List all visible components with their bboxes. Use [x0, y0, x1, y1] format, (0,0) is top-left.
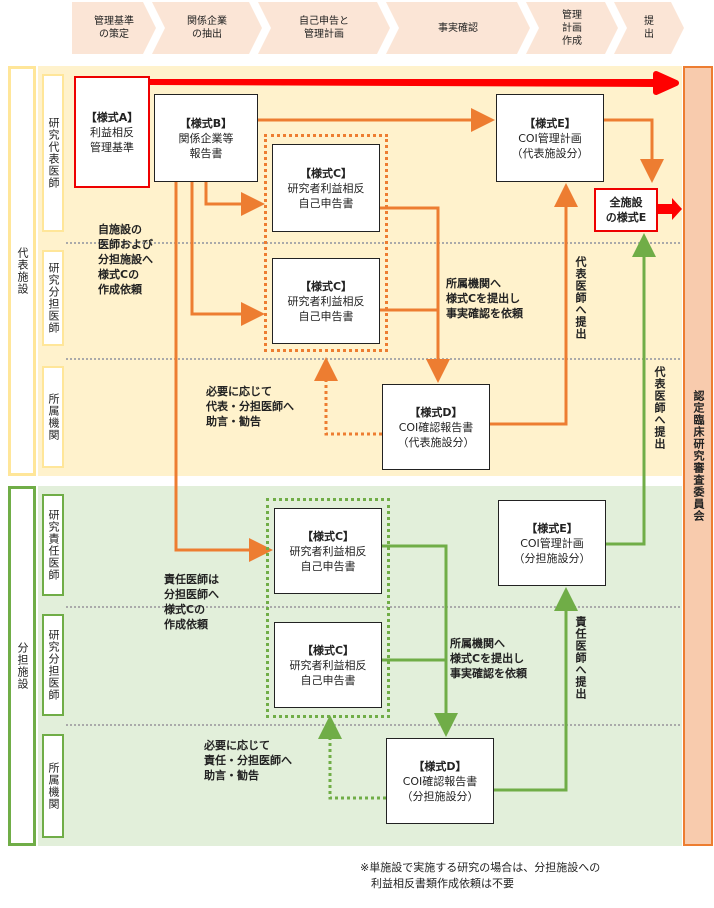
note-to-rep-doctor: 代表医師へ提出 — [574, 256, 587, 340]
form-d-line2: （分担施設分） — [401, 789, 479, 803]
all-form-e-line2: の様式E — [605, 211, 647, 224]
note-advice-rep: 必要に応じて 代表・分担医師へ 助言・勧告 — [206, 385, 294, 428]
form-c-box-br-pi: 【様式C】 研究者利益相反 自己申告書 — [274, 508, 382, 594]
form-c-line1: 研究者利益相反 — [287, 181, 365, 195]
form-c-title: 【様式C】 — [301, 529, 355, 543]
note-to-rep-doctor-2: 代表医師へ提出 — [653, 366, 666, 450]
section-rep: 代表施設 — [8, 66, 36, 476]
form-b-line2: 報告書 — [189, 146, 223, 160]
note-request-branch: 責任医師は 分担医師へ 様式Cの 作成依頼 — [164, 573, 219, 631]
lane-rep-sub-label: 研究分担医師 — [47, 262, 60, 334]
lane-rep-pi-label: 研究代表医師 — [47, 117, 60, 189]
form-d-title: 【様式D】 — [409, 405, 463, 419]
review-committee: 認定臨床研究審査委員会 — [683, 66, 713, 846]
lane-br-pi: 研究責任医師 — [42, 494, 64, 596]
lane-rep-inst: 所属機関 — [42, 366, 64, 468]
step-self-report: 自己申告と 管理計画 — [258, 2, 390, 54]
form-e-line1: COI管理計画 — [518, 131, 582, 145]
form-a-box: 【様式A】 利益相反 管理基準 — [74, 76, 150, 188]
all-form-e-box: 全施設 の様式E — [594, 188, 658, 232]
form-c-group-branch — [266, 498, 390, 718]
form-c-line2: 自己申告書 — [298, 196, 354, 210]
form-d-box-rep: 【様式D】 COI確認報告書 （代表施設分） — [382, 384, 490, 470]
form-c-line1: 研究者利益相反 — [289, 658, 367, 672]
form-b-line1: 関係企業等 — [178, 131, 234, 145]
form-d-title: 【様式D】 — [413, 759, 467, 773]
lane-rep-pi: 研究代表医師 — [42, 74, 64, 232]
form-e-title: 【様式E】 — [526, 521, 578, 535]
form-b-title: 【様式B】 — [179, 116, 233, 130]
lane-br-inst: 所属機関 — [42, 734, 64, 838]
step-plan: 管理 計画 作成 — [526, 2, 618, 54]
form-c-title: 【様式C】 — [301, 643, 355, 657]
form-e-box-rep: 【様式E】 COI管理計画 （代表施設分） — [496, 94, 604, 182]
form-c-title: 【様式C】 — [299, 279, 353, 293]
footnote: ※単施設で実施する研究の場合は、分担施設への 利益相反書類作成依頼は不要 — [360, 861, 601, 890]
separator — [66, 606, 680, 608]
form-c-box-br-sub: 【様式C】 研究者利益相反 自己申告書 — [274, 622, 382, 708]
note-submit-rep: 所属機関へ 様式Cを提出し 事実確認を依頼 — [446, 277, 523, 320]
form-e-line2: （分担施設分） — [513, 551, 591, 565]
section-branch-label: 分担施設 — [16, 642, 29, 690]
section-rep-label: 代表施設 — [16, 247, 29, 295]
lane-rep-inst-label: 所属機関 — [47, 393, 60, 441]
lane-br-pi-label: 研究責任医師 — [47, 509, 60, 581]
form-c-box-rep-pi: 【様式C】 研究者利益相反 自己申告書 — [272, 144, 380, 232]
form-e-box-branch: 【様式E】 COI管理計画 （分担施設分） — [498, 500, 606, 586]
section-branch: 分担施設 — [8, 486, 36, 846]
step-fact-check: 事実確認 — [386, 2, 530, 54]
form-c-line2: 自己申告書 — [300, 673, 356, 687]
separator — [66, 724, 680, 726]
note-request-rep: 自施設の 医師および 分担施設へ 様式Cの 作成依頼 — [98, 223, 153, 296]
form-c-line1: 研究者利益相反 — [287, 294, 365, 308]
form-c-line1: 研究者利益相反 — [289, 544, 367, 558]
form-b-box: 【様式B】 関係企業等 報告書 — [154, 94, 258, 182]
note-to-resp-doctor: 責任医師へ提出 — [574, 616, 587, 700]
lane-rep-sub: 研究分担医師 — [42, 250, 64, 346]
form-e-title: 【様式E】 — [524, 116, 576, 130]
form-d-line1: COI確認報告書 — [398, 420, 474, 434]
form-c-box-rep-sub: 【様式C】 研究者利益相反 自己申告書 — [272, 258, 380, 344]
lane-br-inst-label: 所属機関 — [47, 762, 60, 810]
note-submit-branch: 所属機関へ 様式Cを提出し 事実確認を依頼 — [450, 637, 527, 680]
form-e-line1: COI管理計画 — [520, 536, 584, 550]
all-form-e-line1: 全施設 — [609, 196, 643, 209]
lane-br-sub: 研究分担医師 — [42, 614, 64, 716]
note-advice-branch: 必要に応じて 責任・分担医師へ 助言・勧告 — [204, 739, 292, 782]
committee-label: 認定臨床研究審査委員会 — [692, 390, 705, 522]
form-d-line1: COI確認報告書 — [402, 774, 478, 788]
form-d-line2: （代表施設分） — [397, 435, 475, 449]
form-a-title: 【様式A】 — [85, 110, 139, 124]
form-a-line2: 管理基準 — [90, 140, 134, 154]
form-c-line2: 自己申告書 — [300, 559, 356, 573]
form-c-group-rep — [264, 134, 388, 352]
form-c-title: 【様式C】 — [299, 166, 353, 180]
form-e-line2: （代表施設分） — [511, 146, 589, 160]
separator — [66, 242, 680, 244]
form-c-line2: 自己申告書 — [298, 309, 354, 323]
form-a-line1: 利益相反 — [90, 125, 134, 139]
step-policy: 管理基準 の策定 — [72, 2, 156, 54]
step-extract: 関係企業 の抽出 — [152, 2, 262, 54]
form-d-box-branch: 【様式D】 COI確認報告書 （分担施設分） — [386, 738, 494, 824]
lane-br-sub-label: 研究分担医師 — [47, 629, 60, 701]
separator — [66, 358, 680, 360]
